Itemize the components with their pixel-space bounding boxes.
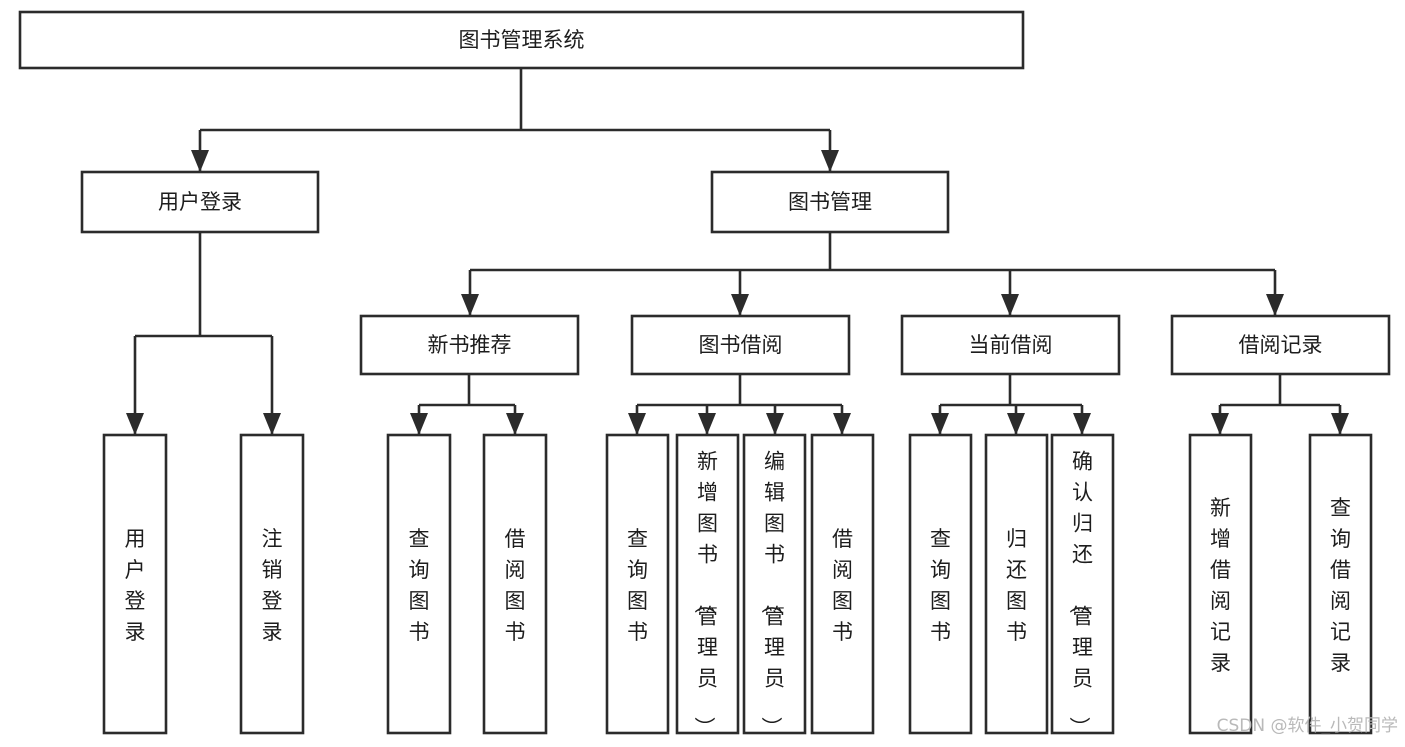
node-user-login[interactable]: 用户登录 [80,170,320,234]
node-box-new-book-recommend[interactable] [359,314,580,376]
node-box-leaf-logout-login[interactable] [239,433,305,735]
node-box-leaf-edit-book-admin[interactable] [742,433,807,735]
node-label-leaf-logout-login: 注销登录 [262,527,283,644]
node-label-leaf-return-book: 归还图书 [1006,527,1027,644]
node-box-leaf-add-book-admin[interactable] [675,433,740,735]
arrow-down-icon [410,413,428,435]
connector-group-bus-book-manage [461,232,1284,316]
node-box-leaf-user-login[interactable] [102,433,168,735]
connector-group-bus-book-borrow [628,374,851,435]
connector-group-bus-current-borrow [931,374,1091,435]
node-borrow-record[interactable]: 借阅记录 [1170,314,1391,376]
arrow-down-icon [833,413,851,435]
node-leaf-add-book-admin[interactable]: 新增图书（管理员） [675,433,740,738]
connector-group-bus-borrow-record [1211,374,1349,435]
node-leaf-query-book-2[interactable]: 查询图书 [605,433,670,735]
node-leaf-logout-login[interactable]: 注销登录 [239,433,305,735]
node-box-borrow-record[interactable] [1170,314,1391,376]
node-label-leaf-query-book-1: 查询图书 [409,527,430,644]
arrow-down-icon [1007,413,1025,435]
node-label-root: 图书管理系统 [459,28,585,52]
node-box-current-borrow[interactable] [900,314,1121,376]
node-leaf-edit-book-admin[interactable]: 编辑图书（管理员） [742,433,807,738]
node-label-leaf-query-borrow-record: 查询借阅记录 [1330,496,1351,675]
arrow-down-icon [461,294,479,316]
node-box-root[interactable] [18,10,1025,70]
node-box-leaf-confirm-return-admin[interactable] [1050,433,1115,735]
node-label-leaf-user-login: 用户登录 [125,527,146,644]
node-layer: 图书管理系统用户登录图书管理新书推荐图书借阅当前借阅借阅记录用户登录注销登录查询… [18,10,1391,738]
node-box-leaf-borrow-book-2[interactable] [810,433,875,735]
arrow-down-icon [1073,413,1091,435]
csdn-watermark: CSDN @软件_小贺同学 [1217,716,1398,736]
node-box-leaf-add-borrow-record[interactable] [1188,433,1253,735]
arrow-down-icon [506,413,524,435]
node-box-user-login[interactable] [80,170,320,234]
node-label-user-login: 用户登录 [158,190,242,214]
node-root[interactable]: 图书管理系统 [18,10,1025,70]
node-leaf-query-borrow-record[interactable]: 查询借阅记录 [1308,433,1373,735]
node-label-borrow-record: 借阅记录 [1239,333,1323,357]
arrow-down-icon [263,413,281,435]
node-leaf-user-login[interactable]: 用户登录 [102,433,168,735]
node-leaf-return-book[interactable]: 归还图书 [984,433,1049,735]
arrow-down-icon [931,413,949,435]
node-label-leaf-query-book-3: 查询图书 [930,527,951,644]
node-leaf-query-book-1[interactable]: 查询图书 [386,433,452,735]
arrow-down-icon [1001,294,1019,316]
node-box-leaf-return-book[interactable] [984,433,1049,735]
node-label-leaf-borrow-book-2: 借阅图书 [832,527,853,644]
node-leaf-borrow-book-1[interactable]: 借阅图书 [482,433,548,735]
node-label-leaf-query-book-2: 查询图书 [627,527,648,644]
node-label-leaf-borrow-book-1: 借阅图书 [505,527,526,644]
arrow-down-icon [191,150,209,172]
node-box-leaf-query-book-2[interactable] [605,433,670,735]
node-book-borrow[interactable]: 图书借阅 [630,314,851,376]
arrow-down-icon [698,413,716,435]
node-new-book-recommend[interactable]: 新书推荐 [359,314,580,376]
connector-group-bus-root [191,68,839,172]
arrow-down-icon [628,413,646,435]
node-label-current-borrow: 当前借阅 [969,333,1053,357]
node-leaf-add-borrow-record[interactable]: 新增借阅记录 [1188,433,1253,735]
arrow-down-icon [126,413,144,435]
node-label-leaf-add-borrow-record: 新增借阅记录 [1210,496,1231,675]
node-label-book-manage: 图书管理 [788,190,872,214]
node-box-book-manage[interactable] [710,170,950,234]
node-current-borrow[interactable]: 当前借阅 [900,314,1121,376]
connector-layer [126,68,1349,435]
node-leaf-borrow-book-2[interactable]: 借阅图书 [810,433,875,735]
node-box-leaf-query-book-3[interactable] [908,433,973,735]
node-label-leaf-edit-book-admin: 编辑图书（管理员） [759,450,785,738]
node-label-book-borrow: 图书借阅 [699,333,783,357]
node-label-leaf-confirm-return-admin: 确认归还（管理员） [1067,450,1093,738]
node-book-manage[interactable]: 图书管理 [710,170,950,234]
node-leaf-confirm-return-admin[interactable]: 确认归还（管理员） [1050,433,1115,738]
arrow-down-icon [731,294,749,316]
arrow-down-icon [766,413,784,435]
connector-group-bus-new-book [410,374,524,435]
arrow-down-icon [821,150,839,172]
node-label-leaf-add-book-admin: 新增图书（管理员） [692,450,718,738]
arrow-down-icon [1211,413,1229,435]
node-leaf-query-book-3[interactable]: 查询图书 [908,433,973,735]
node-box-leaf-query-borrow-record[interactable] [1308,433,1373,735]
connector-group-bus-user-login [126,232,281,435]
node-box-leaf-query-book-1[interactable] [386,433,452,735]
node-box-book-borrow[interactable] [630,314,851,376]
node-label-new-book-recommend: 新书推荐 [428,333,512,357]
arrow-down-icon [1266,294,1284,316]
node-box-leaf-borrow-book-1[interactable] [482,433,548,735]
arrow-down-icon [1331,413,1349,435]
